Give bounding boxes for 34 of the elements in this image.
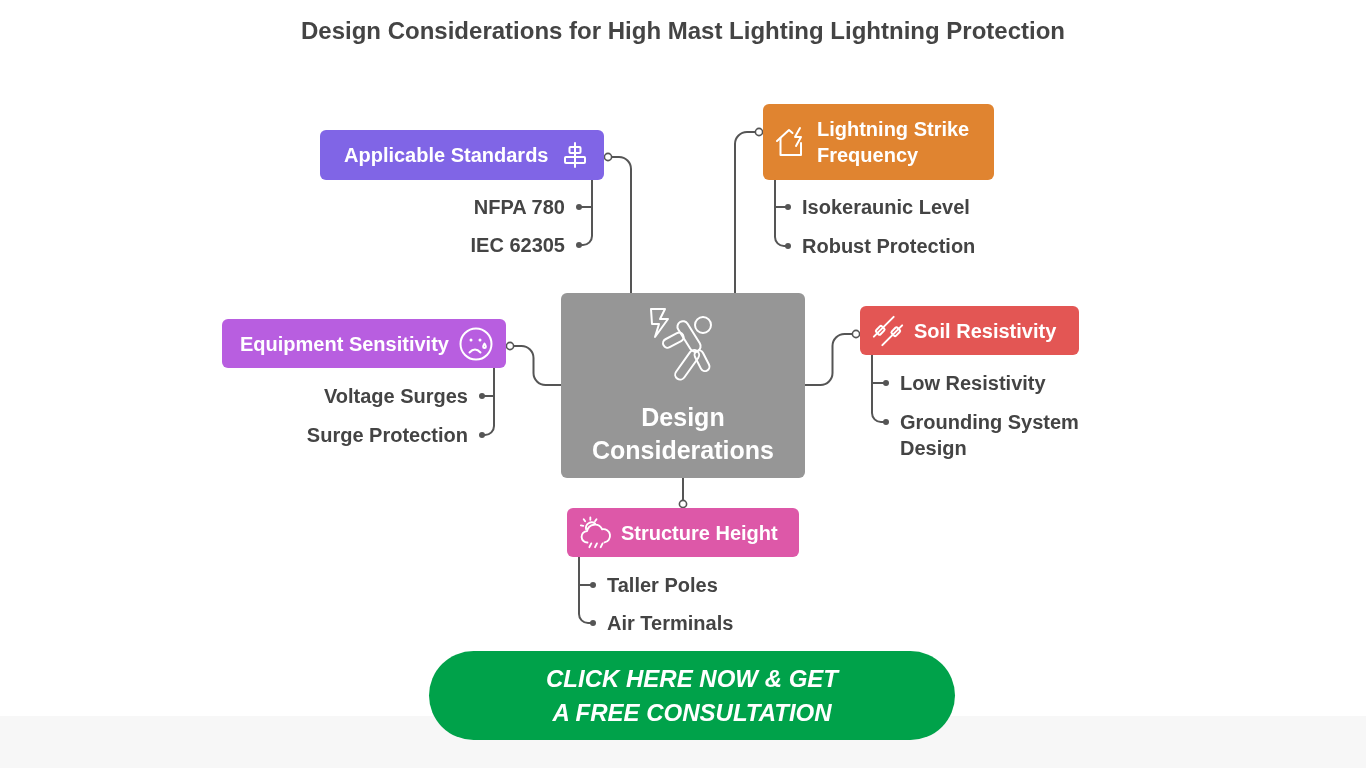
connector-line [505,341,562,386]
connector-line [578,556,596,626]
consultation-button: CLICK HERE NOW & GET A FREE CONSULTATION [429,651,955,740]
category-title: Equipment Sensitivity [240,331,449,357]
category-title: Applicable Standards [344,143,549,168]
subtopic-label: Taller Poles [593,572,718,598]
category-box [860,306,1079,355]
connector-line [678,477,688,509]
connector-line [576,179,593,248]
connector-line [804,329,861,386]
connector-line [479,367,495,438]
subtopic-label: Air Terminals [593,610,734,636]
connector-line [774,179,791,249]
category-title: Lightning Strike Frequency [817,117,971,168]
category-title: Structure Height [621,520,778,546]
category-box [567,508,799,557]
subtopic-label: Robust Protection [788,233,976,259]
subtopic-label: NFPA 780 [473,194,579,220]
connector-line [603,152,632,294]
subtopic-label: Low Resistivity [886,370,1046,396]
category-box [320,130,604,180]
central-topic-box [561,293,805,478]
diagram-title: Design Considerations for High Mast Lighting Lightning Protection [300,16,1066,46]
subtopic-label: Grounding System Design [886,409,1101,461]
subtopic-label: Isokeraunic Level [788,194,970,220]
connector-line [734,127,764,294]
subtopic-label: Voltage Surges [323,383,482,409]
topic-title: Design Considerations [591,402,775,466]
category-box [222,319,506,368]
category-title: Soil Resistivity [914,318,1057,344]
category-box [763,104,994,180]
connector-line [871,354,889,425]
subtopic-label: IEC 62305 [470,232,579,258]
subtopic-label: Surge Protection [306,422,482,448]
